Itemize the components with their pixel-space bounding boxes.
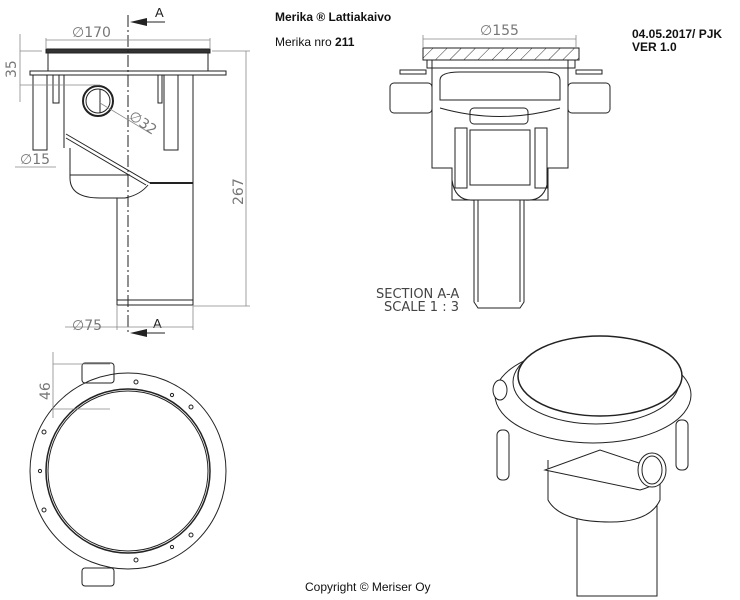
dim-leg-diameter: ∅15 [20,152,50,168]
product-number-value: 211 [335,35,355,49]
top-view [29,362,227,587]
version: VER 1.0 [632,40,677,54]
section-marker-bottom: A [130,316,165,337]
dim-flange-height: 35 [4,60,20,78]
top-view-dim [52,352,110,418]
product-number: Merika nro 211 [275,35,354,49]
dim-section-diameter: ∅155 [480,23,519,39]
dim-top-diameter: ∅170 [72,25,111,41]
section-marker-top: A [130,5,165,26]
section-dim [422,35,577,48]
dim-top-view-46: 46 [38,382,54,400]
drawing-title: Merika ® Lattiakaivo [275,10,392,24]
dim-side-outlet: ∅32 [126,108,160,138]
date-author: 04.05.2017/ PJK [632,27,723,41]
copyright: Copyright © Meriser Oy [305,580,431,594]
section-scale: SCALE 1 : 3 [384,300,459,315]
revision-block: 04.05.2017/ PJK VER 1.0 [632,28,722,54]
grate-hatched [422,47,580,61]
section-label: SECTION A-A [376,287,459,302]
product-number-prefix: Merika nro [275,35,336,49]
isometric-view [492,335,692,597]
front-view [29,15,227,335]
section-view [389,47,611,309]
bolt-holes [37,379,194,563]
front-view-dimensions [15,34,250,330]
svg-text:A: A [155,5,164,20]
dim-total-height: 267 [231,178,247,205]
dim-outlet-diameter: ∅75 [72,318,102,334]
svg-text:A: A [153,316,162,331]
